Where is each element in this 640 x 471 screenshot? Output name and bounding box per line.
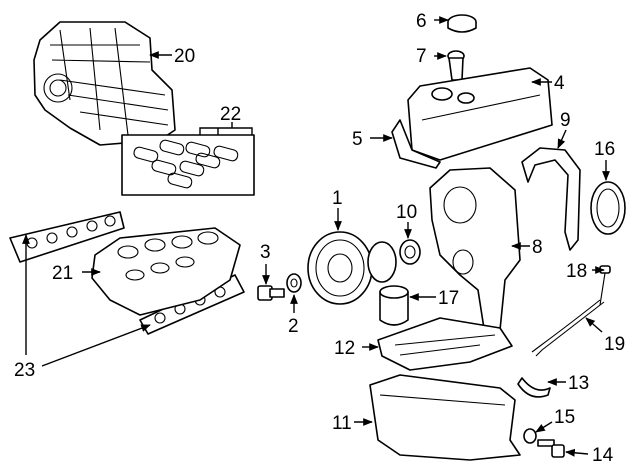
callout-12: 12: [334, 338, 355, 359]
rear-main-seal: [590, 181, 626, 235]
timing-cover-gasket: [521, 147, 581, 251]
callout-5: 5: [352, 129, 363, 150]
front-cover: [429, 167, 521, 336]
harmonic-balancer: [307, 231, 397, 305]
damper-washer: [286, 273, 302, 293]
callout-15: 15: [554, 407, 575, 428]
callout-4: 4: [554, 73, 565, 94]
callout-3: 3: [260, 242, 271, 263]
callout-20: 20: [174, 46, 195, 67]
callout-7: 7: [416, 46, 427, 67]
callout-18: 18: [566, 261, 587, 282]
callout-19: 19: [604, 334, 625, 355]
upper-intake-manifold: [33, 21, 176, 146]
callout-8: 8: [532, 237, 543, 258]
callout-16: 16: [594, 139, 615, 160]
callout-13: 13: [568, 373, 589, 394]
front-cover-seal: [399, 239, 421, 265]
windage-tray: [377, 317, 513, 371]
damper-bolt: [257, 285, 285, 301]
oil-dipstick: [599, 265, 611, 306]
callout-17: 17: [438, 288, 459, 309]
oil-filter: [379, 285, 409, 326]
callout-23: 23: [14, 360, 35, 381]
drain-plug: [537, 439, 565, 458]
oil-pan: [369, 374, 521, 461]
callout-14: 14: [592, 445, 614, 466]
intake-gasket-set: [121, 134, 255, 196]
leader-lines: [22, 16, 610, 457]
dipstick-tube: [531, 299, 605, 357]
callout-11: 11: [332, 413, 352, 434]
callout-21: 21: [52, 263, 73, 284]
oil-filler-tube: [447, 50, 465, 81]
drain-plug-washer: [523, 428, 537, 444]
callout-2: 2: [288, 316, 299, 337]
callout-10: 10: [396, 202, 417, 223]
valve-cover-gasket: [391, 119, 441, 169]
callout-1: 1: [332, 188, 343, 209]
callout-6: 6: [416, 11, 427, 32]
main-bearing: [517, 377, 551, 398]
oil-filler-cap: [447, 14, 477, 33]
valve-cover: [407, 67, 553, 161]
lower-intake-manifold: [91, 227, 241, 316]
callout-9: 9: [560, 110, 571, 131]
callout-22: 22: [220, 104, 241, 125]
